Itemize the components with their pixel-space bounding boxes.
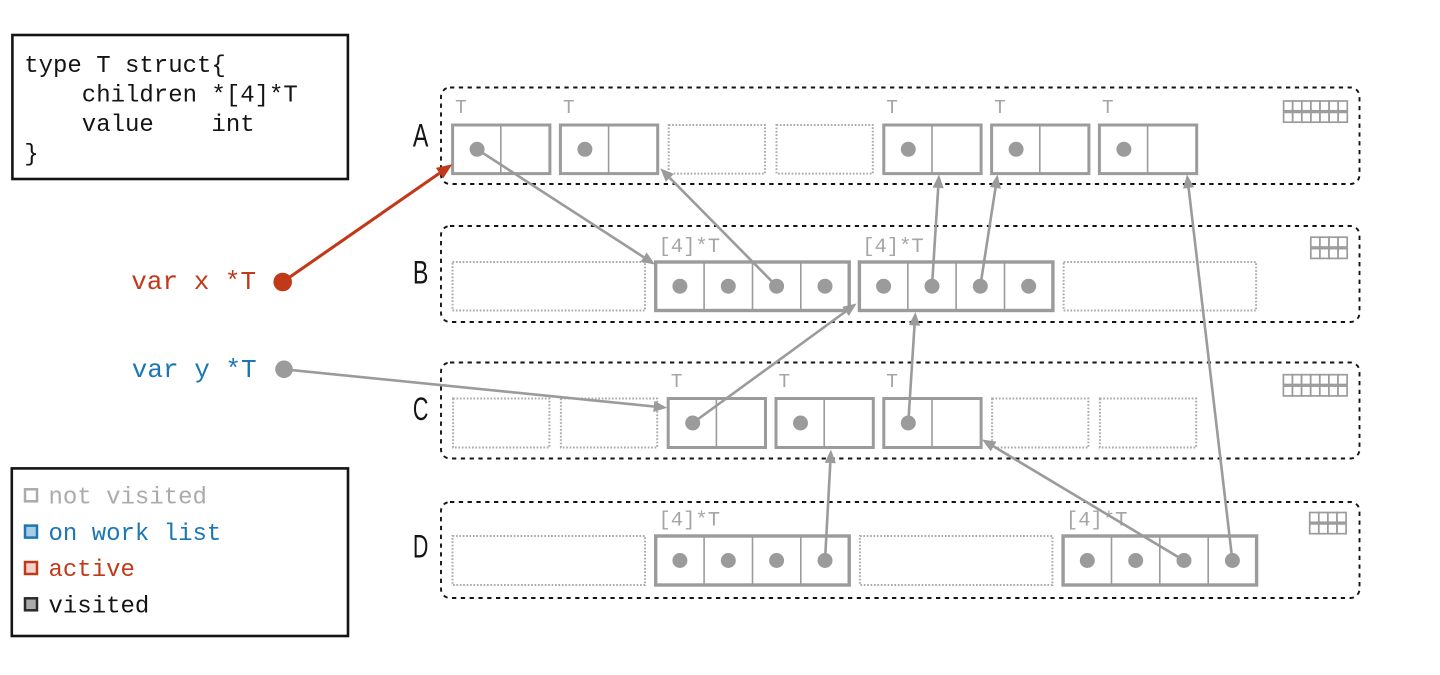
svg-text:T: T	[671, 371, 683, 393]
svg-text:T: T	[779, 371, 791, 393]
svg-text:T: T	[1102, 97, 1114, 119]
svg-text:C: C	[413, 391, 429, 427]
svg-text:children *[4]*T: children *[4]*T	[24, 83, 298, 110]
svg-text:on work list: on work list	[49, 521, 222, 548]
svg-text:D: D	[413, 529, 429, 565]
svg-text:}: }	[24, 142, 38, 169]
svg-text:[4]*T: [4]*T	[659, 510, 721, 533]
svg-text:var y *T: var y *T	[132, 355, 257, 385]
svg-text:T: T	[886, 97, 898, 119]
svg-text:[4]*T: [4]*T	[862, 236, 924, 259]
svg-text:active: active	[49, 557, 135, 584]
svg-text:T: T	[994, 97, 1006, 119]
svg-text:[4]*T: [4]*T	[659, 236, 721, 259]
svg-text:[4]*T: [4]*T	[1066, 510, 1128, 533]
svg-text:T: T	[563, 97, 575, 119]
svg-text:B: B	[413, 255, 429, 291]
svg-text:type T struct{: type T struct{	[24, 53, 226, 80]
svg-text:T: T	[886, 371, 898, 393]
svg-text:A: A	[413, 118, 429, 154]
svg-text:value int: value int	[24, 112, 254, 139]
svg-text:T: T	[455, 97, 467, 119]
svg-text:var x *T: var x *T	[131, 267, 256, 297]
svg-text:visited: visited	[49, 594, 150, 621]
svg-text:not visited: not visited	[49, 485, 207, 512]
